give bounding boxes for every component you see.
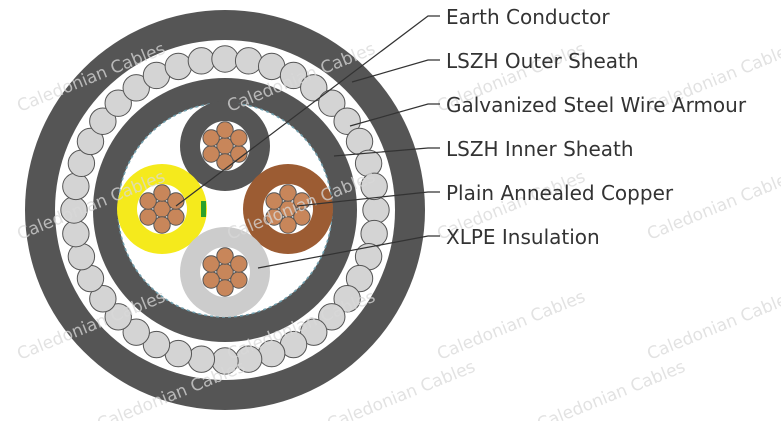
copper-strand xyxy=(216,121,234,139)
armour-wire xyxy=(89,285,117,313)
leader-line xyxy=(257,235,440,269)
armour-wire xyxy=(333,107,361,135)
armour-wire xyxy=(360,219,388,248)
copper-strand xyxy=(153,184,171,202)
copper-strand xyxy=(202,271,220,289)
copper-strand xyxy=(139,208,157,226)
armour-wire xyxy=(345,264,374,293)
leader-line xyxy=(351,59,440,83)
armour-wire xyxy=(234,47,263,75)
armour-wire xyxy=(164,52,193,81)
armour-wire xyxy=(211,45,239,73)
copper-strand xyxy=(216,279,234,297)
armour-wire xyxy=(187,47,216,75)
copper-strand xyxy=(216,247,234,265)
filler xyxy=(118,103,332,317)
leader-line xyxy=(175,15,440,207)
label-lszh-outer-sheath: LSZH Outer Sheath xyxy=(446,49,639,73)
label-lszh-inner-sheath: LSZH Inner Sheath xyxy=(446,137,634,161)
armour-wire xyxy=(318,303,346,331)
watermark-text: Caledonian Cables xyxy=(434,287,588,365)
copper-strand xyxy=(153,216,171,234)
armour-wire xyxy=(104,89,132,117)
copper-strand xyxy=(230,129,248,147)
copper-strand xyxy=(265,192,283,210)
leader-line xyxy=(333,147,440,157)
copper-strand xyxy=(167,192,185,210)
armour-wires xyxy=(60,45,390,375)
watermark-text: Caledonian Cables xyxy=(644,167,781,245)
copper-strand xyxy=(230,255,248,273)
label-plain-annealed-copper: Plain Annealed Copper xyxy=(446,181,674,205)
label-galvanized-steel-wire-armour: Galvanized Steel Wire Armour xyxy=(446,93,747,117)
leader-line xyxy=(349,103,440,127)
copper-strand xyxy=(279,216,297,234)
armour-wire xyxy=(67,242,96,271)
copper-strand xyxy=(139,192,157,210)
armour-wire xyxy=(62,172,90,201)
copper-strand xyxy=(279,184,297,202)
watermark-text: Caledonian Cables xyxy=(644,287,781,365)
armour-wire xyxy=(104,303,132,331)
leader-line xyxy=(296,191,440,207)
watermark-text: Caledonian Cables xyxy=(534,357,688,421)
label-xlpe-insulation: XLPE Insulation xyxy=(446,225,600,249)
armour-wire xyxy=(360,172,388,201)
armour-wire xyxy=(76,127,105,156)
copper-strand xyxy=(202,129,220,147)
armour-wire xyxy=(300,318,328,346)
armour-wire xyxy=(362,196,390,224)
armour-wire xyxy=(89,107,117,135)
armour-wire xyxy=(142,330,171,359)
armour-wire xyxy=(318,89,346,117)
copper-strand xyxy=(202,255,220,273)
armour-wire xyxy=(333,285,361,313)
armour-wire xyxy=(122,74,150,102)
copper-strand xyxy=(202,145,220,163)
armour-wire xyxy=(300,74,328,102)
label-earth-conductor: Earth Conductor xyxy=(446,5,610,29)
earth-stripe xyxy=(201,201,206,217)
leader-lines xyxy=(175,15,440,269)
armour-wire xyxy=(279,61,308,90)
armour-wire xyxy=(122,318,150,346)
